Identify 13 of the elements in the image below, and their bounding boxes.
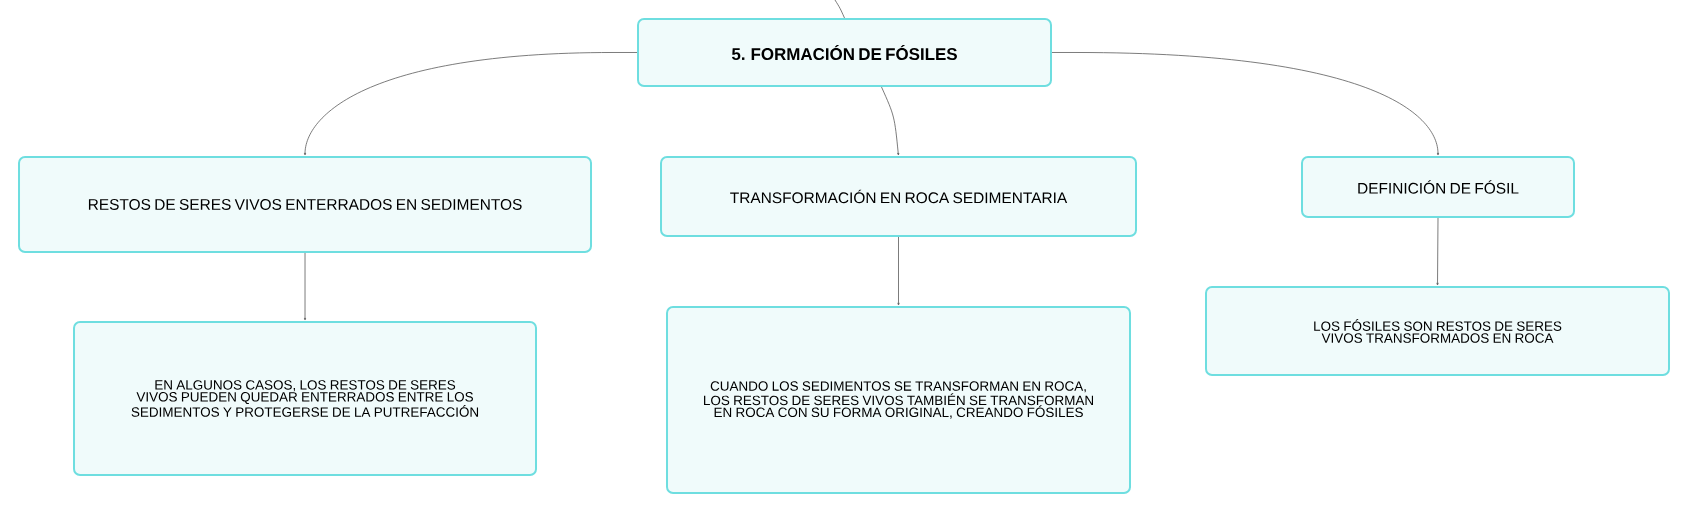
connector-arrow: [303, 52, 638, 156]
connector-arrow: [897, 236, 900, 306]
connector-arrow: [1436, 217, 1439, 286]
description-box: CUANDO LOS SEDIMENTOS SE TRANSFORMAN EN ROCA, LOS RESTOS DE SERES VIVOS TAMBIÉN SE TRANSFORMAN EN ROCA CON SU FORMA ORIGINAL, CREANDO FÓSILES: [666, 306, 1131, 494]
description-box: EN ALGUNOS CASOS, LOS RESTOS DE SERES VIVOS PUEDEN QUEDAR ENTERRADOS ENTRE LOS SEDIMENTOS Y PROTEGERSE DE LA PUTREFACCIÓN: [73, 321, 537, 476]
connector-arrow: [303, 252, 307, 321]
topic-box: TRANSFORMACIÓN EN ROCA SEDIMENTARIA: [660, 156, 1137, 237]
connector-arrow: [881, 86, 900, 156]
topic-box: RESTOS DE SERES VIVOS ENTERRADOS EN SEDIMENTOS: [18, 156, 592, 253]
description-box: LOS FÓSILES SON RESTOS DE SERES VIVOS TRANSFORMADOS EN ROCA: [1205, 286, 1670, 376]
title-box: 5. FORMACIÓN DE FÓSILES: [637, 18, 1052, 87]
topic-box: DEFINICIÓN DE FÓSIL: [1301, 156, 1575, 218]
connector-arrow: [1051, 52, 1440, 156]
